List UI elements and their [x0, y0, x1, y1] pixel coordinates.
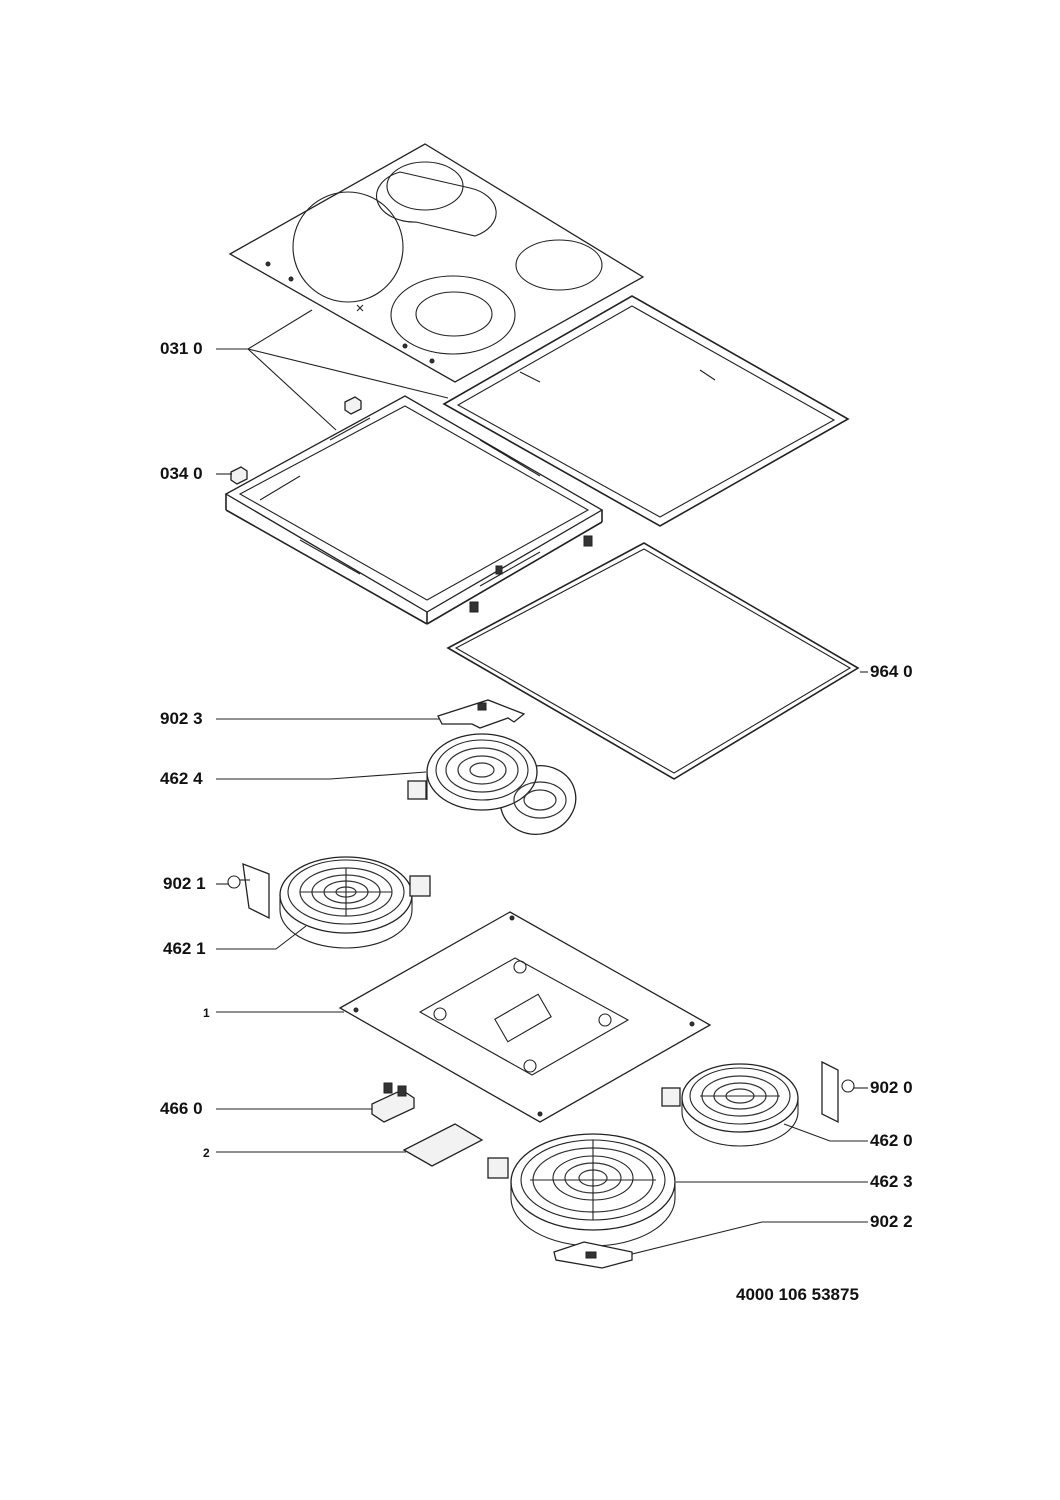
- label-1: 1: [203, 1006, 210, 1020]
- gasket-frame: [442, 295, 850, 527]
- label-902-3: 902 3: [160, 709, 203, 728]
- label-462-4: 462 4: [160, 769, 203, 788]
- bracket-902-0: [821, 1060, 855, 1124]
- heater-large-dual: [487, 1133, 676, 1247]
- terminal-block: [371, 1082, 415, 1123]
- metal-frame: [224, 395, 604, 625]
- seal-ring: [446, 542, 860, 780]
- document-number: 4000 106 53875: [736, 1285, 859, 1304]
- base-plate: [338, 911, 712, 1123]
- label-902-1: 902 1: [163, 874, 206, 893]
- bracket-902-2: [553, 1241, 633, 1269]
- cover-plate: [402, 1123, 484, 1167]
- heater-right: [661, 1063, 799, 1147]
- label-902-0: 902 0: [870, 1078, 913, 1097]
- heater-dual-oval: [407, 733, 577, 835]
- label-466-0: 466 0: [160, 1099, 203, 1118]
- label-031-0: 031 0: [160, 339, 203, 358]
- leader-lines: [216, 309, 868, 1255]
- label-902-2: 902 2: [870, 1212, 913, 1231]
- label-2: 2: [203, 1146, 210, 1160]
- bracket-902-1: [227, 862, 270, 920]
- label-462-3: 462 3: [870, 1172, 913, 1191]
- label-462-1: 462 1: [163, 939, 206, 958]
- bracket-902-3: [437, 699, 526, 729]
- label-462-0: 462 0: [870, 1131, 913, 1150]
- glass-ceramic-top: [228, 143, 645, 383]
- label-964-0: 964 0: [870, 662, 913, 681]
- heater-left: [279, 856, 431, 949]
- label-034-0: 034 0: [160, 464, 203, 483]
- clip-parts: [230, 396, 362, 485]
